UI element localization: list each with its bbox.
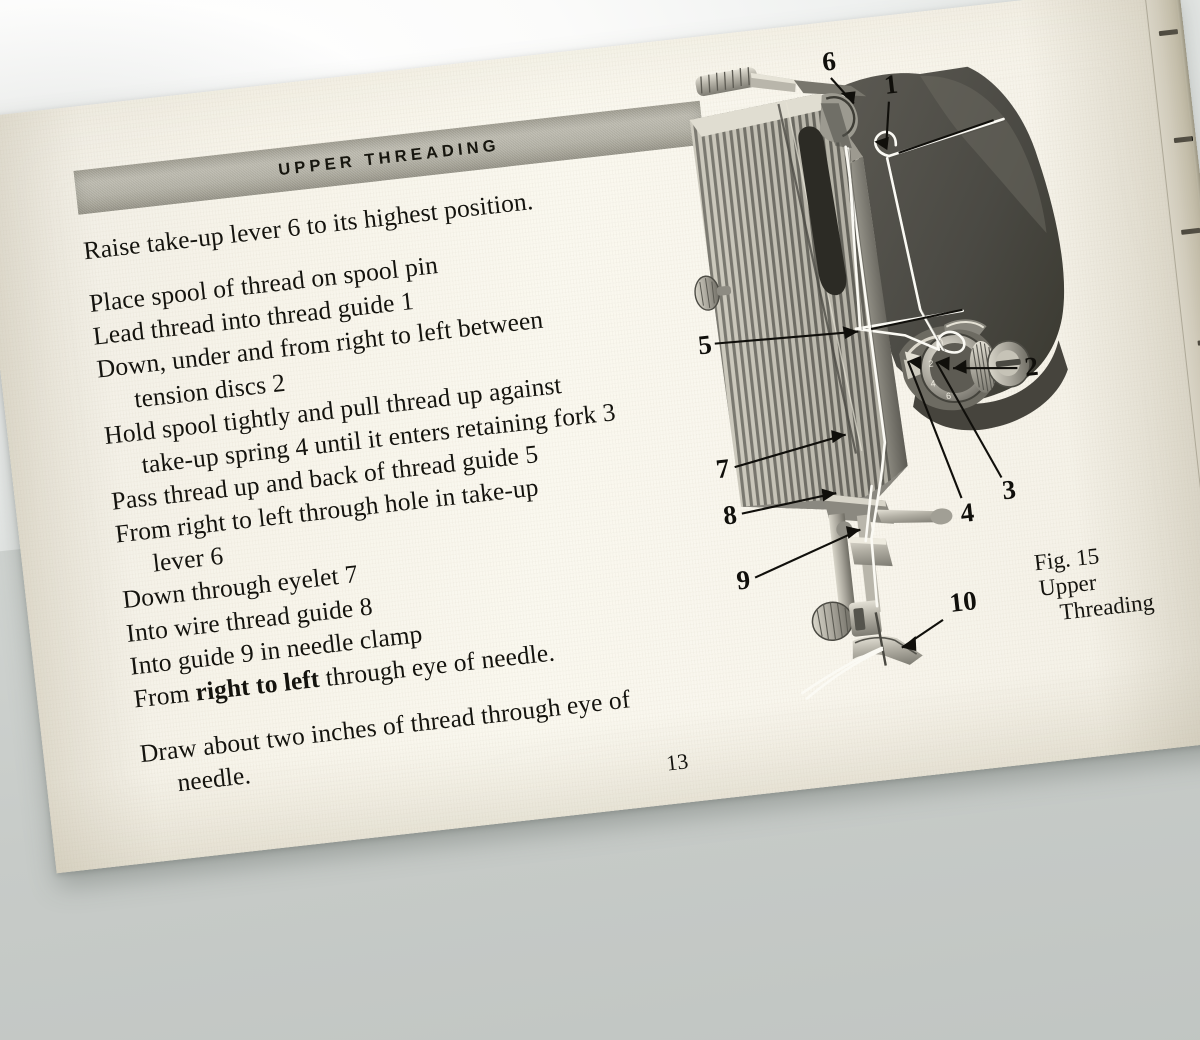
- figure-illustration: 0 2 4 6: [665, 14, 1160, 756]
- step-10-prefix: From: [132, 677, 198, 714]
- svg-text:6: 6: [946, 391, 952, 401]
- machine-body-highlight: [920, 76, 1047, 233]
- callout-leaders: [714, 77, 1018, 649]
- callout-3: 3: [1001, 474, 1018, 505]
- faceplate-thumb-screw-upper: [694, 275, 732, 311]
- machine-top-edge: [793, 80, 867, 97]
- callout-arrowheads: [821, 91, 967, 652]
- svg-text:4: 4: [930, 378, 936, 388]
- callout-5: 5: [696, 329, 713, 360]
- callout-2: 2: [1023, 351, 1040, 382]
- booklet-page: UPPER THREADING Raise take-up lever 6 to…: [0, 0, 1200, 873]
- spool-pin-cap: [695, 67, 797, 96]
- callout-4: 4: [959, 497, 976, 528]
- callout-10: 10: [948, 585, 978, 618]
- take-up-lever: [819, 93, 858, 149]
- presser-foot: [852, 635, 923, 665]
- callout-6: 6: [821, 45, 838, 76]
- svg-text:2: 2: [928, 358, 934, 368]
- needle-bar-assembly: [811, 493, 953, 666]
- page-number: 13: [664, 748, 690, 776]
- callout-1: 1: [883, 69, 900, 100]
- faceplate-slot: [798, 126, 847, 296]
- callout-8: 8: [722, 499, 739, 530]
- callout-7: 7: [714, 453, 731, 484]
- thread-path-shadow: [847, 120, 1006, 481]
- callout-9: 9: [735, 564, 752, 595]
